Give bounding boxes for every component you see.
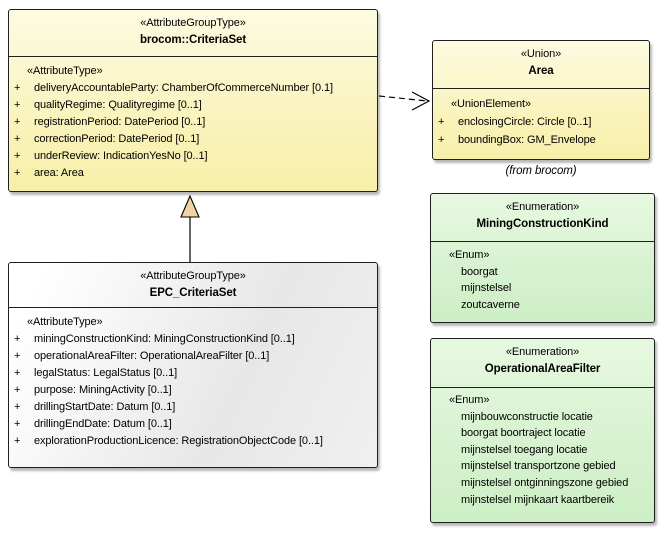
node-name: brocom::CriteriaSet [139, 34, 247, 46]
stereotype-label: «Enumeration» [505, 201, 580, 213]
attribute-row: + explorationProductionLicence: Registrat… [9, 433, 377, 450]
attribute-text: registrationPeriod: DatePeriod [0..1] [34, 116, 206, 128]
node-name: Area [528, 65, 554, 77]
visibility-plus: + [14, 367, 21, 379]
node-name: EPC_CriteriaSet [149, 287, 237, 299]
attribute-text: underReview: IndicationYesNo [0..1] [34, 150, 208, 162]
stereotype-label: «Enumeration» [505, 346, 580, 358]
attribute-row: + legalStatus: LegalStatus [0..1] [9, 365, 377, 382]
section-label: «AttributeType» [27, 316, 103, 328]
visibility-plus: + [438, 134, 445, 146]
attribute-text: explorationProductionLicence: Registrati… [34, 435, 323, 447]
visibility-plus: + [14, 82, 21, 94]
attribute-row: + drillingStartDate: Datum [0..1] [9, 399, 377, 416]
attribute-text: area: Area [34, 167, 84, 179]
visibility-plus: + [438, 116, 445, 128]
node-header: «Union» Area [433, 41, 649, 89]
attribute-text: drillingEndDate: Datum [0..1] [34, 418, 172, 430]
visibility-plus: + [14, 99, 21, 111]
node-area-union[interactable]: «Union» Area «UnionElement» + enclosingCi… [432, 40, 650, 160]
attribute-row: + correctionPeriod: DatePeriod [0..1] [9, 131, 377, 148]
attribute-row: + registrationPeriod: DatePeriod [0..1] [9, 114, 377, 131]
visibility-plus: + [14, 333, 21, 345]
attribute-text: correctionPeriod: DatePeriod [0..1] [34, 133, 200, 145]
attribute-text: operationalAreaFilter: OperationalAreaFi… [34, 350, 270, 362]
visibility-plus: + [14, 116, 21, 128]
attribute-compartment: «AttributeType» + deliveryAccountablePart… [9, 57, 377, 182]
attribute-row: + operationalAreaFilter: OperationalAreaF… [9, 348, 377, 365]
section-label: «Enum» [449, 249, 490, 261]
node-brocom-criteriaset[interactable]: «AttributeGroupType» brocom::CriteriaSet… [8, 9, 378, 192]
attribute-row: + miningConstructionKind: MiningConstruct… [9, 331, 377, 348]
enum-literal: boorgat boortraject locatie [461, 427, 586, 440]
enum-literal: zoutcaverne [461, 298, 520, 311]
attribute-row: + purpose: MiningActivity [0..1] [9, 382, 377, 399]
enum-literal: boorgat [461, 265, 498, 278]
node-header: «Enumeration» OperationalAreaFilter [431, 339, 654, 388]
section-label: «AttributeType» [27, 65, 103, 77]
enum-literal: mijnstelsel transportzone gebied [461, 460, 616, 473]
node-miningconstructionkind-enum[interactable]: «Enumeration» MiningConstructionKind «En… [430, 193, 655, 323]
visibility-plus: + [14, 401, 21, 413]
dependency-connector[interactable] [378, 91, 431, 111]
visibility-plus: + [14, 167, 21, 179]
enum-literal: mijnstelsel toegang locatie [461, 443, 588, 456]
attribute-compartment: «UnionElement» + enclosingCircle: Circle … [433, 89, 649, 149]
attribute-row: + drillingEndDate: Datum [0..1] [9, 416, 377, 433]
visibility-plus: + [14, 384, 21, 396]
visibility-plus: + [14, 350, 21, 362]
visibility-plus: + [14, 418, 21, 430]
stereotype-label: «AttributeGroupType» [140, 270, 246, 282]
attribute-row: + boundingBox: GM_Envelope [433, 131, 649, 149]
attribute-text: miningConstructionKind: MiningConstructi… [34, 333, 295, 345]
area-from-caption: (from brocom) [505, 165, 577, 177]
attribute-text: deliveryAccountableParty: ChamberOfComme… [34, 82, 333, 94]
stereotype-label: «Union» [520, 48, 562, 60]
attribute-text: qualityRegime: Qualityregime [0..1] [34, 99, 202, 111]
section-label: «UnionElement» [451, 98, 531, 110]
attribute-text: drillingStartDate: Datum [0..1] [34, 401, 176, 413]
node-name: MiningConstructionKind [476, 218, 609, 230]
attribute-row: + underReview: IndicationYesNo [0..1] [9, 148, 377, 165]
node-header: «AttributeGroupType» brocom::CriteriaSet [9, 10, 377, 57]
node-header: «Enumeration» MiningConstructionKind [431, 194, 654, 242]
enum-literal: mijnstelsel ontginningszone gebied [461, 476, 629, 489]
enum-literal: mijnstelsel mijnkaart kaartbereik [461, 493, 615, 506]
visibility-plus: + [14, 133, 21, 145]
attribute-text: enclosingCircle: Circle [0..1] [458, 116, 592, 128]
enum-literal: mijnbouwconstructie locatie [461, 410, 593, 423]
node-name: OperationalAreaFilter [484, 363, 601, 375]
attribute-row: + enclosingCircle: Circle [0..1] [433, 113, 649, 131]
visibility-plus: + [14, 150, 21, 162]
dependency-arrowhead-icon [411, 91, 431, 111]
attribute-row: + qualityRegime: Qualityregime [0..1] [9, 97, 377, 114]
attribute-row: + area: Area [9, 165, 377, 182]
attribute-compartment: «AttributeType» + miningConstructionKind:… [9, 308, 377, 450]
attribute-text: purpose: MiningActivity [0..1] [34, 384, 172, 396]
generalization-connector[interactable] [180, 194, 200, 262]
section-label: «Enum» [449, 394, 490, 406]
attribute-text: legalStatus: LegalStatus [0..1] [34, 367, 178, 379]
stereotype-label: «AttributeGroupType» [140, 17, 246, 29]
generalization-arrowhead-icon [180, 194, 200, 218]
node-operationalareafilter-enum[interactable]: «Enumeration» OperationalAreaFilter «Enu… [430, 338, 655, 523]
enum-literal: mijnstelsel [461, 282, 512, 294]
enum-compartment: «Enum» mijnbouwconstructie locatie boorg… [431, 388, 654, 508]
attribute-row: + deliveryAccountableParty: ChamberOfComm… [9, 80, 377, 97]
enum-compartment: «Enum» boorgat mijnstelsel zoutcaverne [431, 242, 654, 313]
visibility-plus: + [14, 435, 21, 447]
node-epc-criteriaset[interactable]: «AttributeGroupType» EPC_CriteriaSet «At… [8, 262, 378, 468]
node-header: «AttributeGroupType» EPC_CriteriaSet [9, 263, 377, 308]
attribute-text: boundingBox: GM_Envelope [458, 134, 596, 146]
